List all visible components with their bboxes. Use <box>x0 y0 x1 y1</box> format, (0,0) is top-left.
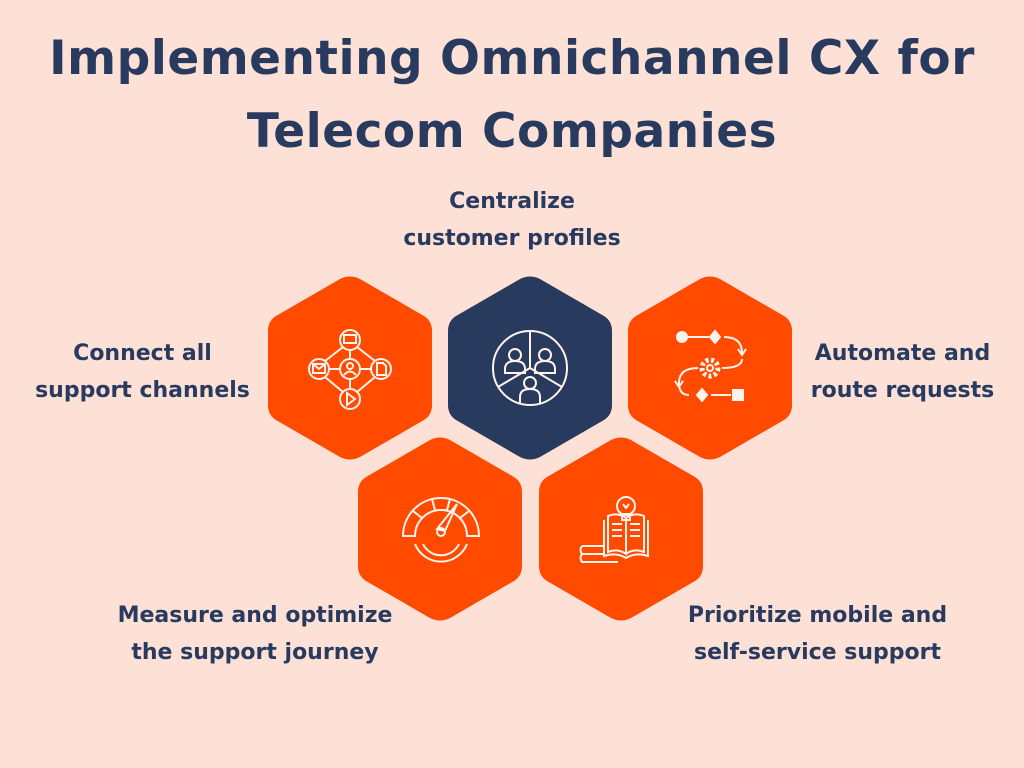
hex-prioritize-mobile <box>538 436 704 622</box>
page-title: Implementing Omnichannel CX for Telecom … <box>0 22 1024 168</box>
label-prioritize: Prioritize mobile and self-service suppo… <box>660 597 975 671</box>
customer-profiles-icon <box>492 330 568 406</box>
title-line-2: Telecom Companies <box>246 104 778 159</box>
channels-network-icon <box>308 329 392 410</box>
hex-measure-optimize <box>357 436 523 622</box>
label-line: support channels <box>35 378 250 403</box>
label-line: the support journey <box>131 640 379 665</box>
label-automate: Automate and route requests <box>800 335 1005 409</box>
hex-automate-route <box>627 275 793 461</box>
label-line: Prioritize mobile and <box>687 603 948 628</box>
label-line: Connect all <box>73 341 212 366</box>
hex-connect-channels <box>267 275 433 461</box>
label-line: route requests <box>810 378 995 403</box>
speedometer-icon <box>401 497 481 563</box>
knowledge-base-icon <box>579 496 649 563</box>
workflow-automation-icon <box>674 329 747 403</box>
hex-centralize-profiles <box>447 275 613 461</box>
label-line: Measure and optimize <box>117 603 393 628</box>
label-line: customer profiles <box>403 226 621 251</box>
label-connect: Connect all support channels <box>20 335 265 409</box>
label-line: self-service support <box>694 640 941 665</box>
title-line-1: Implementing Omnichannel CX for <box>49 31 975 86</box>
label-centralize: Centralize customer profiles <box>0 183 1024 257</box>
label-line: Centralize <box>449 189 575 214</box>
label-measure: Measure and optimize the support journey <box>90 597 420 671</box>
label-line: Automate and <box>814 341 991 366</box>
